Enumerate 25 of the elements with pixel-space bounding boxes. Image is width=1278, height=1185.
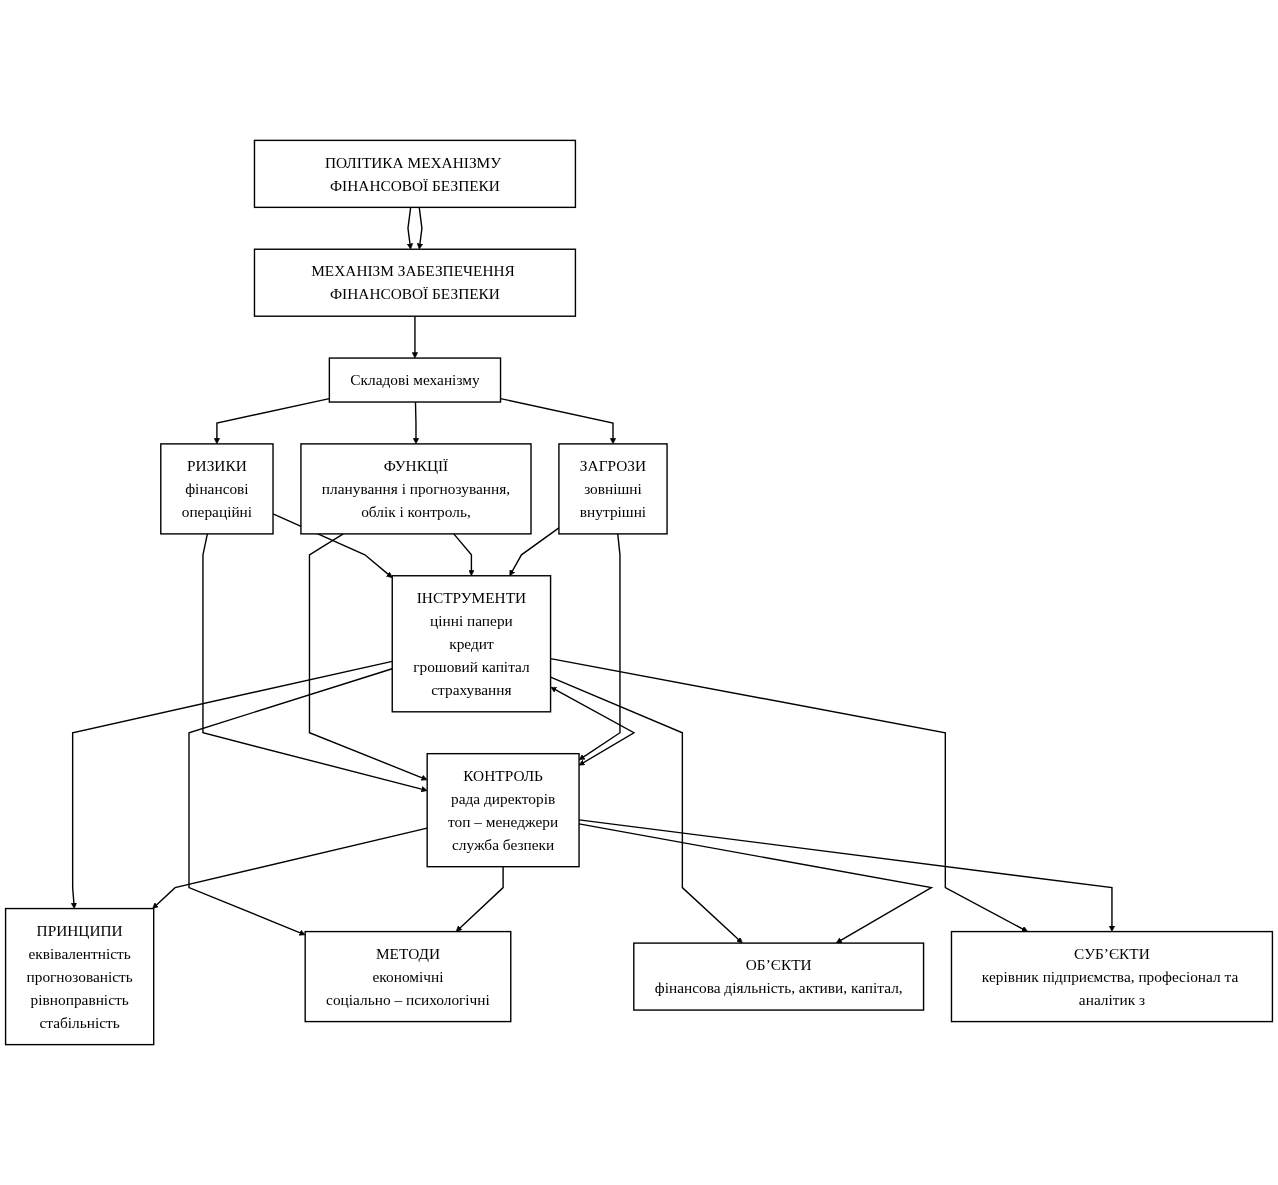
arrow (188, 668, 393, 936)
node-box: КОНТРОЛЬ рада директорів топ – менеджери служба безпеки (426, 752, 580, 868)
arrow (152, 827, 428, 909)
arrow (70, 660, 393, 909)
node-box: ІНСТРУМЕНТИ цінні папери кредит грошовий капітал страхування (391, 575, 552, 713)
node-box: ЗАГРОЗИ зовнішні внутрішні (558, 443, 668, 535)
node-box: РИЗИКИ фінансові операційні (160, 443, 274, 535)
node-box: ФУНКЦІЇ планування і прогнозування, облік і контроль, (300, 443, 532, 535)
arrow (550, 686, 636, 766)
arrow (412, 401, 420, 445)
node-box: СУБ’ЄКТИ керівник підприємства, професіонал та аналітик з (950, 930, 1274, 1023)
arrow (308, 533, 428, 781)
node-box: МЕХАНІЗМ ЗАБЕЗПЕЧЕННЯ ФІНАНСОВОЇ БЕЗПЕКИ (253, 248, 577, 317)
arrow (453, 533, 475, 577)
node-box: МЕТОДИ економічні соціально – психологічні (304, 930, 512, 1023)
node-box: ОБ’ЄКТИ фінансова діяльність, активи, капітал, (633, 942, 925, 1011)
node-box: Складові механізму (328, 357, 502, 403)
arrow (416, 206, 423, 250)
arrow (411, 315, 418, 359)
arrow (406, 206, 413, 250)
arrow (578, 533, 621, 761)
arrow (202, 533, 428, 793)
node-box: ПОЛІТИКА МЕХАНІЗМУ ФІНАНСОВОЇ БЕЗПЕКИ (253, 139, 577, 209)
node-box: ПРИНЦИПИ еквівалентність прогнозованість рівноправність стабільність (4, 907, 155, 1046)
arrow (455, 866, 504, 932)
